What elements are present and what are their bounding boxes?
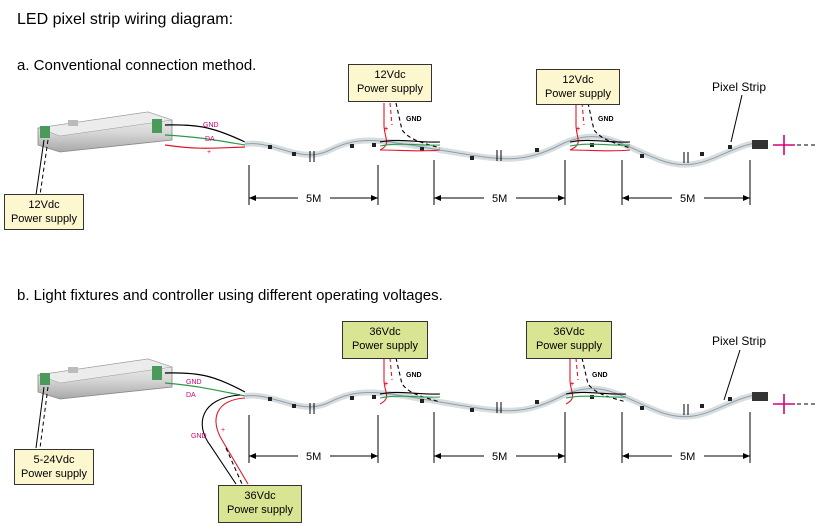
- inline-power-supply-b1: 36Vdc Power supply: [342, 321, 428, 359]
- supply-voltage: 12Vdc: [28, 199, 60, 211]
- controller-a: [37, 111, 173, 153]
- inline-plus-a1: +: [384, 126, 388, 133]
- bottom-wire-gnd-b: GND: [191, 433, 207, 440]
- inline-plus-a2: +: [576, 126, 580, 133]
- inline-gnd-b1: GND: [406, 372, 422, 379]
- controller-power-supply-a: 12Vdc Power supply: [4, 194, 84, 230]
- diagram-title: LED pixel strip wiring diagram:: [17, 11, 234, 28]
- inline-gnd-a2: GND: [598, 116, 614, 123]
- controller-power-supply-b: 5-24Vdc Power supply: [14, 449, 94, 485]
- supply-label: Power supply: [535, 340, 603, 352]
- bottom-power-supply-b: 36Vdc Power supply: [218, 485, 302, 523]
- inline-power-supply-a2: 12Vdc Power supply: [536, 69, 620, 105]
- inline-plus-b1: +: [384, 381, 388, 388]
- supply-label: Power supply: [10, 213, 78, 225]
- pixel-strip-label-b: Pixel Strip: [712, 334, 767, 348]
- inline-power-supply-b2: 36Vdc Power supply: [526, 321, 612, 359]
- supply-label: Power supply: [20, 468, 88, 480]
- length-label-b2: 5M: [492, 451, 507, 463]
- controller-b: [37, 358, 173, 400]
- wire-label-da-a: DA: [205, 136, 215, 143]
- supply-voltage: 36Vdc: [369, 326, 401, 338]
- supply-voltage: 12Vdc: [374, 69, 406, 81]
- wire-label-plus-a: +: [207, 149, 211, 156]
- section-b-heading: b. Light fixtures and controller using d…: [17, 287, 443, 304]
- length-label-b3: 5M: [680, 451, 695, 463]
- length-label-a3: 5M: [680, 193, 695, 205]
- wire-label-gnd-b: GND: [186, 379, 202, 386]
- length-label-b1: 5M: [306, 451, 321, 463]
- supply-voltage: 12Vdc: [562, 74, 594, 86]
- supply-label: Power supply: [351, 340, 419, 352]
- inline-power-supply-a1: 12Vdc Power supply: [348, 64, 432, 102]
- inline-gnd-b2: GND: [592, 372, 608, 379]
- length-label-a2: 5M: [492, 193, 507, 205]
- bottom-wire-plus-b: +: [221, 427, 225, 434]
- supply-voltage: 36Vdc: [244, 490, 276, 502]
- wire-label-gnd-a: GND: [203, 122, 219, 129]
- section-a-heading: a. Conventional connection method.: [17, 57, 257, 74]
- supply-voltage: 5-24Vdc: [33, 454, 75, 466]
- inline-plus-b2: +: [570, 381, 574, 388]
- pixel-strip-label-a: Pixel Strip: [712, 80, 767, 94]
- wire-label-da-b: DA: [186, 392, 196, 399]
- supply-label: Power supply: [226, 504, 294, 516]
- inline-gnd-a1: GND: [406, 116, 422, 123]
- supply-label: Power supply: [356, 83, 424, 95]
- length-label-a1: 5M: [306, 193, 321, 205]
- supply-voltage: 36Vdc: [553, 326, 585, 338]
- supply-label: Power supply: [544, 88, 612, 100]
